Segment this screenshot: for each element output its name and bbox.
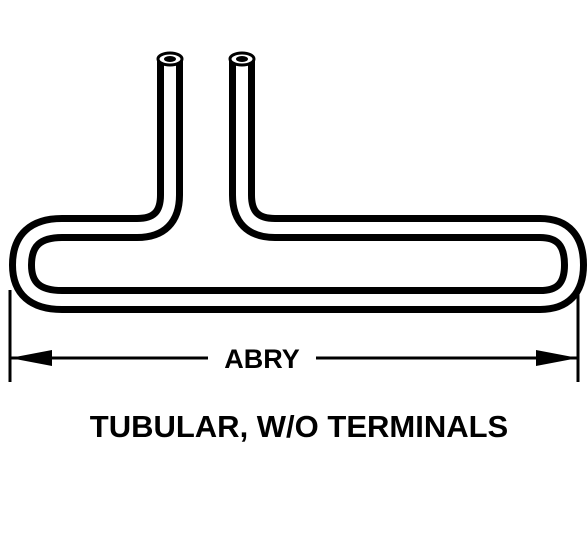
arrowhead-right — [536, 350, 578, 366]
dimension-abry: ABRY — [8, 290, 580, 382]
tube-core — [16, 60, 580, 306]
tube-end-right-bore — [236, 56, 248, 62]
tubular-element — [9, 51, 587, 313]
tube-end-left-bore — [164, 56, 176, 62]
diagram-caption: TUBULAR, W/O TERMINALS — [90, 409, 508, 444]
dimension-label: ABRY — [224, 344, 300, 374]
tube-outline — [9, 60, 587, 313]
arrowhead-left — [10, 350, 52, 366]
